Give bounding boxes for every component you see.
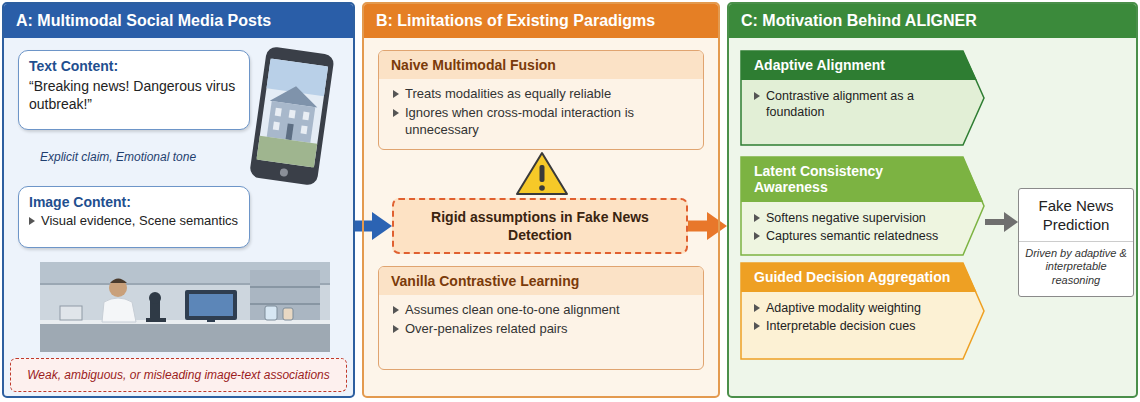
bullet-mark [754, 232, 760, 240]
limitation-box: Vanilla Contrastive LearningAssumes clea… [378, 266, 704, 370]
bullet-row: Treats modalities as equally reliable [393, 86, 691, 103]
annotation-text: Explicit claim, Emotional tone [40, 150, 196, 164]
panel-fill [727, 2, 1138, 398]
warning-note-box: Weak, ambiguous, or misleading image-tex… [10, 358, 347, 392]
bullet-text: Visual evidence, Scene semantics [41, 213, 238, 230]
warning-icon [517, 153, 567, 194]
annotation: Explicit claim, Emotional tone [40, 150, 196, 164]
arrow-head [1004, 212, 1018, 232]
chevron-body: Contrastive alignment as a foundation [740, 80, 985, 130]
box-header: Naive Multimodal Fusion [379, 51, 703, 79]
panel-title: C: Motivation Behind ALIGNER [741, 12, 977, 30]
panel-header: C: Motivation Behind ALIGNER [729, 4, 1136, 38]
bullet-mark [754, 322, 760, 330]
bullet-mark [754, 304, 760, 312]
box-body: Assumes clean one-to-one alignmentOver-p… [379, 295, 703, 346]
panel: C: Motivation Behind ALIGNER Adaptive Ali… [727, 2, 1138, 398]
chevron-title: Latent Consistency Awareness [754, 163, 953, 195]
chevron-header-fill [741, 263, 976, 292]
panel-title: B: Limitations of Existing Paradigms [376, 12, 655, 30]
bullet-mark [393, 90, 399, 98]
arrow-shaft [985, 219, 1005, 225]
bullet-mark [393, 306, 399, 314]
panel: B: Limitations of Existing ParadigmsNaiv… [362, 2, 720, 398]
chevron-body-fill [741, 51, 984, 145]
chevron-title: Adaptive Alignment [754, 57, 953, 73]
bullet-row: Over-penalizes related pairs [393, 321, 691, 338]
flow-arrow [688, 212, 727, 240]
chevron-title: Guided Decision Aggregation [754, 269, 953, 285]
chevron-box: Adaptive AlignmentContrastive alignment … [740, 50, 985, 146]
bullet-row: Visual evidence, Scene semantics [29, 213, 239, 230]
bullet-text: Captures semantic relatedness [766, 228, 938, 244]
output-title: Fake News Prediction [1019, 190, 1133, 241]
bullet-text: Softens negative supervision [766, 210, 926, 226]
bullet-mark [754, 92, 760, 100]
box-header: Vanilla Contrastive Learning [379, 267, 703, 295]
bubble-title: Text Content: [29, 58, 239, 74]
flow-arrow [355, 212, 392, 240]
box-title: Vanilla Contrastive Learning [391, 273, 691, 289]
arrow-shaft [688, 221, 708, 232]
chevron-header-fill [741, 157, 983, 202]
bullet-row: Adaptive modality weighting [754, 300, 955, 316]
panel-title: A: Multimodal Social Media Posts [16, 12, 271, 30]
bullet-mark [393, 325, 399, 333]
panel-header: B: Limitations of Existing Paradigms [364, 4, 718, 38]
bullet-text: Ignores when cross-modal interaction is … [405, 105, 691, 139]
panel-fill [362, 2, 720, 398]
speech-bubble: Image Content: Visual evidence, Scene sem… [18, 186, 250, 248]
output-box: Fake News PredictionDriven by adaptive &… [1018, 188, 1134, 297]
box-title: Rigid assumptions in Fake News Detection [408, 208, 672, 244]
flow-arrow [985, 212, 1018, 232]
bullet-row: Interpretable decision cues [754, 318, 955, 334]
speech-bubble: Text Content: “Breaking news! Dangerous v… [18, 50, 250, 130]
chevron-header-fill [741, 51, 977, 80]
bullet-text: Contrastive alignment as a foundation [766, 88, 955, 121]
bullet-row: Contrastive alignment as a foundation [754, 88, 955, 121]
bullet-mark [754, 214, 760, 222]
arrow-shaft [355, 221, 373, 232]
panel: A: Multimodal Social Media PostsText Con… [2, 2, 355, 398]
bullet-mark [393, 109, 399, 117]
chevron-header: Adaptive Alignment [740, 50, 985, 80]
bullet-text: Treats modalities as equally reliable [405, 86, 611, 103]
bullet-row: Ignores when cross-modal interaction is … [393, 105, 691, 139]
bubble-text: “Breaking news! Dangerous virus outbreak… [29, 77, 239, 113]
phone-illustration [249, 46, 335, 186]
arrow-head [372, 212, 392, 240]
output-note: Driven by adaptive & interpretable reaso… [1019, 241, 1133, 295]
chevron-body-fill [741, 263, 984, 359]
limitation-box: Naive Multimodal FusionTreats modalities… [378, 50, 704, 150]
chevron-body: Adaptive modality weightingInterpretable… [740, 292, 985, 344]
chevron-box: Latent Consistency AwarenessSoftens nega… [740, 156, 985, 256]
box-body: Treats modalities as equally reliableIgn… [379, 79, 703, 147]
bullet-text: Adaptive modality weighting [766, 300, 921, 316]
bullet-row: Softens negative supervision [754, 210, 955, 226]
bullet-row: Assumes clean one-to-one alignment [393, 302, 691, 319]
bullet-mark [29, 217, 35, 225]
chevron-body-fill [741, 157, 984, 255]
chevron-box: Guided Decision AggregationAdaptive moda… [740, 262, 985, 360]
box-title: Naive Multimodal Fusion [391, 57, 691, 73]
note-text: Weak, ambiguous, or misleading image-tex… [27, 368, 330, 382]
bubble-title: Image Content: [29, 194, 239, 210]
bullet-text: Assumes clean one-to-one alignment [405, 302, 620, 319]
dashed-box: Rigid assumptions in Fake News Detection [392, 198, 688, 254]
lab-photo [40, 262, 330, 352]
bullet-row: Captures semantic relatedness [754, 228, 955, 244]
arrow-head [707, 212, 727, 240]
chevron-header: Guided Decision Aggregation [740, 262, 985, 292]
chevron-body: Softens negative supervisionCaptures sem… [740, 202, 985, 254]
chevron-header: Latent Consistency Awareness [740, 156, 985, 202]
bullet-text: Interpretable decision cues [766, 318, 915, 334]
panel-header: A: Multimodal Social Media Posts [4, 4, 353, 38]
panel-fill [2, 2, 355, 398]
bullet-text: Over-penalizes related pairs [405, 321, 568, 338]
